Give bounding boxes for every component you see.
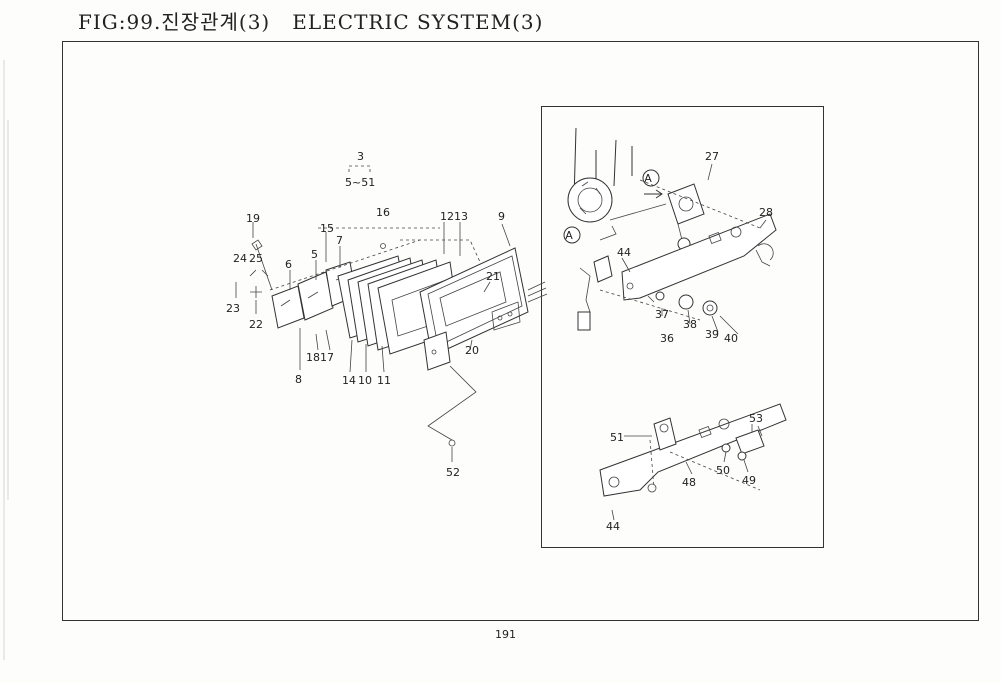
callout-5-51: 5~51 xyxy=(345,176,375,189)
callout-labels: 3 5~51 19 15 16 12 13 9 7 5 6 24 25 23 2… xyxy=(226,150,773,533)
mark-a-1: A xyxy=(644,172,652,185)
callout-23: 23 xyxy=(226,302,240,315)
callout-28: 28 xyxy=(759,206,773,219)
callout-39: 39 xyxy=(705,328,719,341)
callout-44b: 44 xyxy=(606,520,620,533)
callout-37: 37 xyxy=(655,308,669,321)
callout-19: 19 xyxy=(246,212,260,225)
callout-11: 11 xyxy=(377,374,391,387)
callout-6: 6 xyxy=(285,258,292,271)
callout-12: 12 xyxy=(440,210,454,223)
callout-20: 20 xyxy=(465,344,479,357)
ignition-switch-detail xyxy=(563,127,777,335)
callout-24: 24 xyxy=(233,252,247,265)
callout-22: 22 xyxy=(249,318,263,331)
callout-50: 50 xyxy=(716,464,730,477)
callout-18: 18 xyxy=(306,351,320,364)
callout-7: 7 xyxy=(336,234,343,247)
relay-51 xyxy=(653,417,677,451)
gauge-6 xyxy=(271,285,305,329)
callout-16: 16 xyxy=(376,206,390,219)
callout-9: 9 xyxy=(498,210,505,223)
callout-15: 15 xyxy=(320,222,334,235)
connector-53 xyxy=(735,429,765,455)
callout-40: 40 xyxy=(724,332,738,345)
callout-51: 51 xyxy=(610,431,624,444)
callout-21: 21 xyxy=(486,270,500,283)
callout-10: 10 xyxy=(358,374,372,387)
callout-38: 38 xyxy=(683,318,697,331)
callout-14: 14 xyxy=(342,374,356,387)
ignition-lock xyxy=(667,183,705,225)
figure-title: FIG:99.진장관계(3) ELECTRIC SYSTEM(3) xyxy=(78,10,544,34)
bracket-48 xyxy=(599,403,787,497)
callout-49: 49 xyxy=(742,474,756,487)
callout-53: 53 xyxy=(749,412,763,425)
callout-52: 52 xyxy=(446,466,460,479)
mark-a-circle-2 xyxy=(563,226,581,244)
callout-3: 3 xyxy=(357,150,364,163)
mark-a-2: A xyxy=(565,229,573,242)
steering-column-ring xyxy=(567,177,613,223)
callout-17: 17 xyxy=(320,351,334,364)
page-number: 191 xyxy=(495,628,516,641)
mounting-bracket-44 xyxy=(621,213,777,301)
callout-13: 13 xyxy=(454,210,468,223)
callout-25: 25 xyxy=(249,252,263,265)
callout-8: 8 xyxy=(295,373,302,386)
callout-44a: 44 xyxy=(617,246,631,259)
switch-36 xyxy=(593,255,613,283)
diagram-frame xyxy=(62,41,979,621)
gauge-5 xyxy=(297,271,334,321)
lower-bracket-detail xyxy=(599,403,787,521)
mark-a-circle-1 xyxy=(642,169,660,187)
callout-27: 27 xyxy=(705,150,719,163)
detail-inset-frame xyxy=(541,106,824,548)
callout-36: 36 xyxy=(660,332,674,345)
callout-48: 48 xyxy=(682,476,696,489)
instrument-cluster-assembly xyxy=(235,165,548,462)
callout-5: 5 xyxy=(311,248,318,261)
